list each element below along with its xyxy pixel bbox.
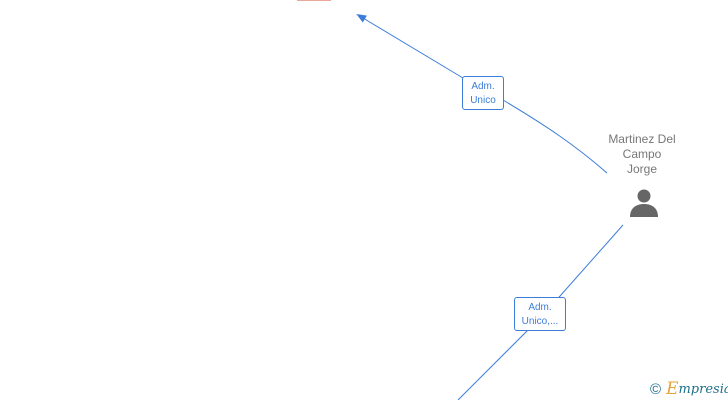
person-name-line: Jorge [626,162,658,176]
brand-logo-initial: E [666,379,679,399]
edge-role-text: Adm. [528,302,552,313]
top-company-node-edge[interactable] [297,0,331,1]
brand-logo-text: mpresia [678,381,728,397]
edge-role-text: Adm. [471,81,495,92]
edge-role-text: Unico [470,95,496,106]
person-name-line: Martinez Del [608,132,676,146]
person-icon[interactable] [628,188,660,218]
edge-role-label[interactable]: Adm. Unico [462,76,504,110]
copyright-icon: © [650,380,662,398]
person-node-label[interactable]: Martinez Del Campo Jorge [596,132,688,177]
copyright-brand: © E mpresia [650,379,728,399]
person-name-line: Campo [622,147,662,161]
edge-role-text: Unico,... [521,316,559,327]
edge-role-label[interactable]: Adm. Unico,... [514,297,566,331]
